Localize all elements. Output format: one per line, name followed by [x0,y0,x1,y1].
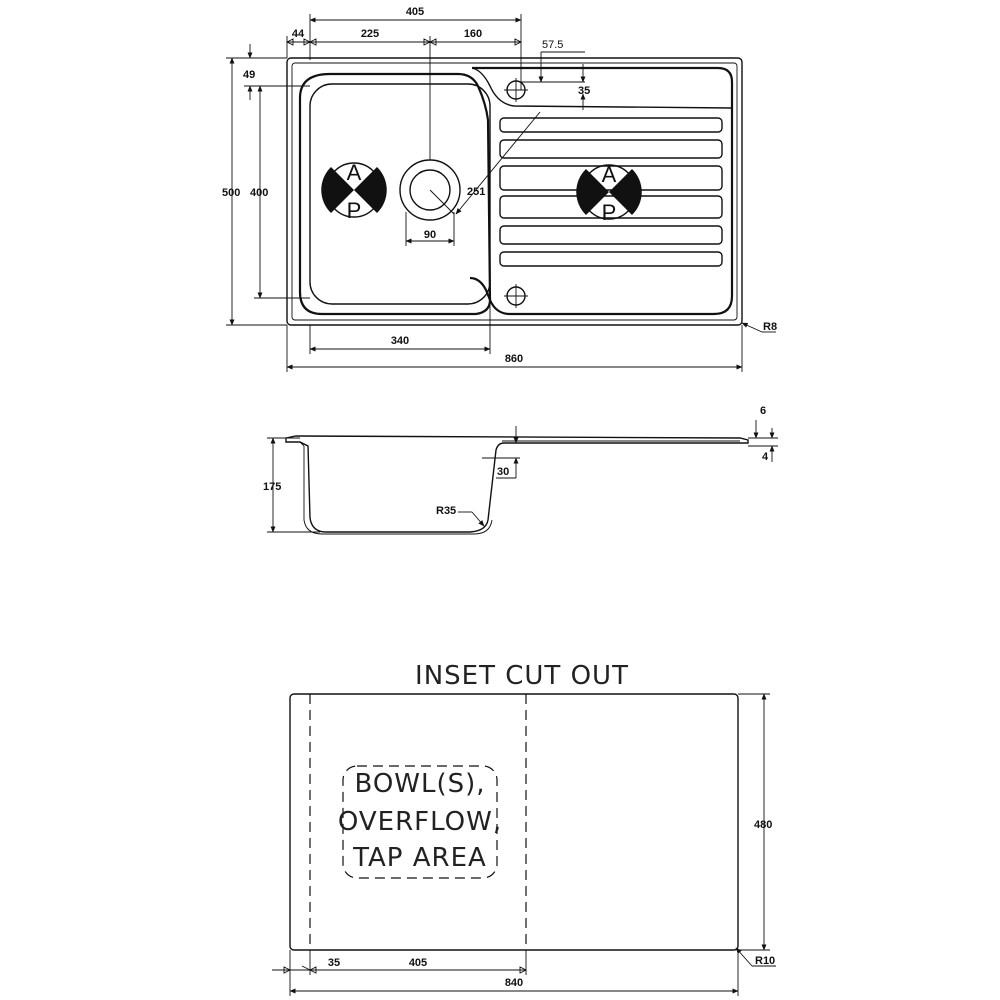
dim-160: 160 [464,28,482,40]
sink-outer-rim [286,57,743,326]
dim-175: 175 [263,481,281,493]
side-view: 175 30 R35 6 4 [263,405,778,535]
dim-35-top: 35 [578,85,590,97]
ap-left-p: P [347,198,362,223]
dim-500: 500 [222,187,240,199]
dim-400: 400 [250,187,268,199]
ap-right-a: A [602,162,617,187]
dim-6: 6 [760,405,766,417]
dim-49: 49 [243,69,255,81]
side-profile [285,435,749,533]
dim-480: 480 [754,819,772,831]
bowl-inner [309,83,491,305]
dim-r35: R35 [436,505,456,517]
ap-marker-left: A P [321,160,387,223]
cutout-view: INSET CUT OUT BOWL(S), OVERFLOW, TAP ARE… [272,661,776,996]
dim-35-cutout: 35 [328,957,340,969]
ap-marker-right: A P [576,162,642,225]
dim-405-cutout: 405 [409,957,427,969]
ap-right-p: P [602,200,617,225]
waste-inner [409,169,451,211]
dim-860: 860 [505,353,523,365]
top-view: A P A P 405 44 225 160 57.5 35 [222,6,777,372]
tap-hole-top [504,78,528,102]
drainer-outline [469,66,734,316]
cutout-outline [289,693,739,951]
dim-405-top: 405 [406,6,424,18]
bowl-outline [298,72,492,316]
cutout-label-line-3: TAP AREA [352,843,487,873]
dim-340: 340 [391,335,409,347]
cutout-label-line-2: OVERFLOW, [338,807,502,837]
dim-r10: R10 [755,955,775,967]
ap-left-a: A [347,160,362,185]
dim-4: 4 [762,451,769,463]
dim-225: 225 [361,28,379,40]
dim-251: 251 [467,186,485,198]
dim-840: 840 [505,977,523,989]
dim-90: 90 [424,229,436,241]
dim-30: 30 [497,466,509,478]
tap-hole-bottom [504,284,528,308]
sink-inner-rim [291,62,738,321]
cutout-label-line-1: BOWL(S), [354,769,485,799]
dim-57-5: 57.5 [542,39,563,51]
cutout-title: INSET CUT OUT [415,661,629,691]
dim-r8: R8 [763,321,777,333]
dim-44: 44 [292,28,305,40]
